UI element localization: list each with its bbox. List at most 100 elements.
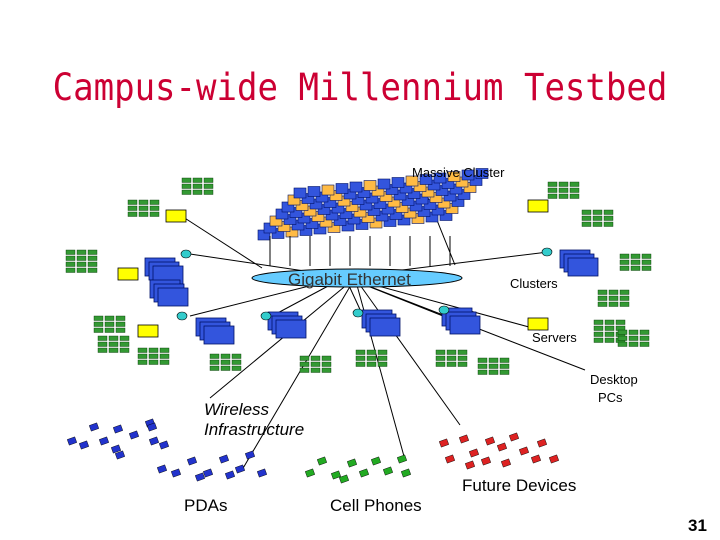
desktop-pc	[104, 321, 115, 327]
label-desktop-pcs-line1: Desktop	[590, 372, 638, 387]
desktop-pc	[499, 369, 510, 375]
desktop-pc	[457, 355, 468, 361]
future-device	[548, 454, 560, 464]
desktop-pc	[639, 329, 650, 335]
desktop-pc	[547, 193, 558, 199]
cell-phone-device	[330, 470, 342, 480]
desktop-pc	[603, 209, 614, 215]
desktop-pc	[108, 341, 119, 347]
desktop-pc	[628, 335, 639, 341]
desktop-pc	[310, 367, 321, 373]
desktop-pc	[209, 365, 220, 371]
desktop-pc	[181, 183, 192, 189]
pda-device	[158, 440, 170, 450]
desktop-pc	[97, 335, 108, 341]
desktop-pc	[628, 341, 639, 347]
desktop-pc	[93, 327, 104, 333]
desktop-pc	[569, 193, 580, 199]
server	[117, 267, 139, 281]
desktop-pc	[209, 353, 220, 359]
switch-node	[176, 311, 188, 321]
desktop-pc	[137, 359, 148, 365]
cluster-stack	[567, 257, 599, 277]
desktop-pc	[148, 347, 159, 353]
desktop-pc	[641, 259, 652, 265]
desktop-pc	[104, 327, 115, 333]
wireless-link	[354, 277, 461, 426]
desktop-pc	[97, 341, 108, 347]
desktop-pc	[108, 347, 119, 353]
desktop-pc	[119, 335, 130, 341]
cluster-node	[321, 184, 335, 196]
cell-phone-device	[304, 468, 316, 478]
desktop-pc	[619, 301, 630, 307]
server	[527, 199, 549, 213]
desktop-pc	[641, 253, 652, 259]
desktop-pc	[499, 357, 510, 363]
cluster-node	[293, 187, 307, 199]
desktop-pc	[488, 369, 499, 375]
future-device	[500, 458, 512, 468]
future-device	[468, 448, 480, 458]
future-device	[458, 434, 470, 444]
future-device	[484, 436, 496, 446]
desktop-pc	[137, 347, 148, 353]
desktop-pc	[604, 331, 615, 337]
future-device	[508, 432, 520, 442]
label-wireless-line1: Wireless	[204, 400, 270, 419]
cluster-node	[391, 177, 405, 188]
cluster-stack	[203, 325, 235, 345]
desktop-pc	[181, 189, 192, 195]
pda-device	[202, 468, 214, 478]
future-device	[518, 446, 530, 456]
desktop-pc	[321, 355, 332, 361]
desktop-pc	[639, 335, 650, 341]
pda-device	[114, 450, 126, 460]
label-gigabit-ethernet: Gigabit Ethernet	[288, 270, 411, 289]
cluster-stack	[369, 317, 401, 337]
future-device	[496, 442, 508, 452]
switch-node	[541, 247, 553, 257]
desktop-pc	[619, 253, 630, 259]
desktop-pc	[639, 341, 650, 347]
desktop-pc	[87, 249, 98, 255]
desktop-pc	[159, 347, 170, 353]
desktop-pc	[593, 337, 604, 343]
desktop-pc	[355, 361, 366, 367]
desktop-pc	[558, 193, 569, 199]
cluster-stack	[449, 315, 481, 335]
label-desktop-pcs-line2: PCs	[598, 390, 623, 405]
desktop-pc	[457, 349, 468, 355]
desktop-pc	[65, 261, 76, 267]
desktop-pc	[597, 295, 608, 301]
desktop-pc	[630, 259, 641, 265]
desktop-pc	[231, 353, 242, 359]
desktop-pc	[617, 329, 628, 335]
desktop-pc	[76, 249, 87, 255]
desktop-pc	[181, 177, 192, 183]
desktop-pc	[76, 255, 87, 261]
cell-phone-device	[316, 456, 328, 466]
cluster-node	[377, 178, 391, 190]
label-future-devices: Future Devices	[462, 476, 577, 495]
cluster-node	[419, 174, 433, 185]
desktop-pc	[377, 355, 388, 361]
desktop-pc	[192, 183, 203, 189]
gigabit-ethernet-bus	[251, 268, 463, 288]
desktop-pc	[159, 359, 170, 365]
desktop-pc	[477, 363, 488, 369]
desktop-pc	[593, 325, 604, 331]
desktop-pc	[604, 319, 615, 325]
future-device	[444, 454, 456, 464]
desktop-pc	[630, 265, 641, 271]
pda-device	[170, 468, 182, 478]
desktop-pc	[581, 209, 592, 215]
cell-phone-device	[370, 456, 382, 466]
desktop-pc	[310, 355, 321, 361]
label-pdas: PDAs	[184, 496, 228, 515]
desktop-pc	[593, 331, 604, 337]
desktop-pc	[377, 349, 388, 355]
desktop-pc	[119, 341, 130, 347]
desktop-pc	[569, 181, 580, 187]
desktop-pc	[321, 361, 332, 367]
